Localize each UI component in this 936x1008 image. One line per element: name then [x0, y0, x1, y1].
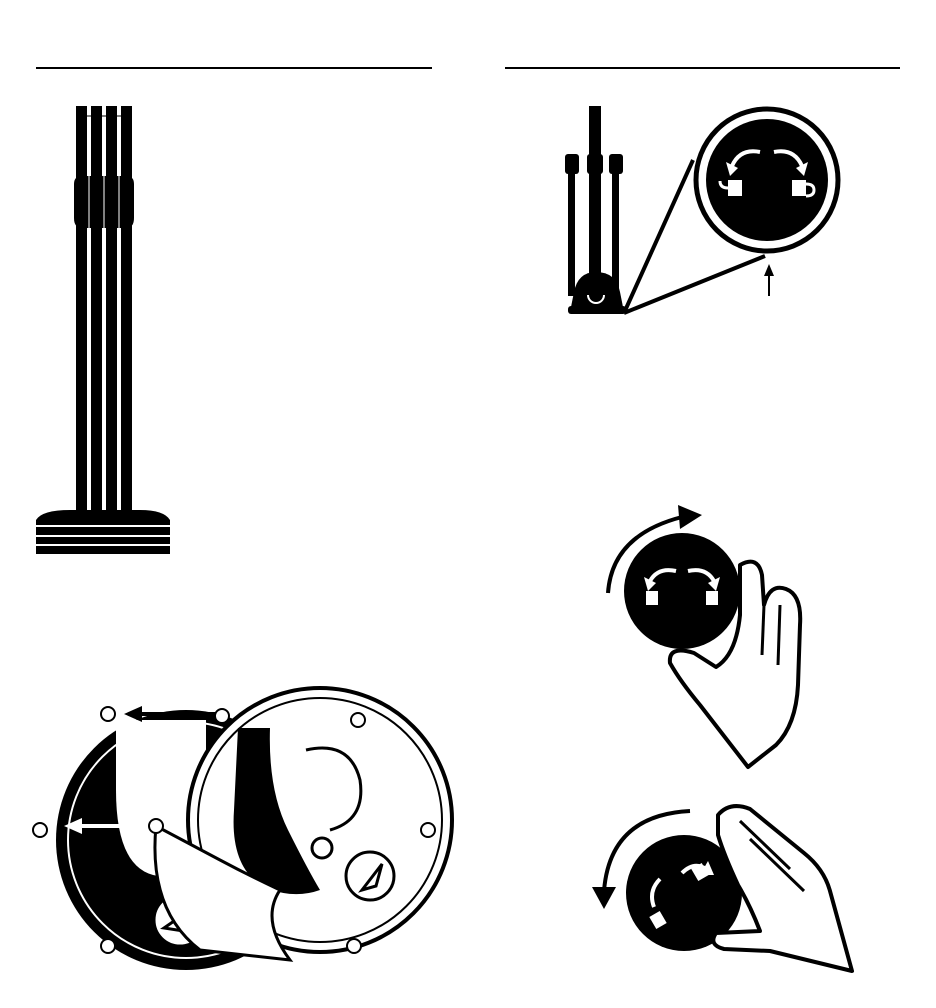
stand-base: [36, 510, 170, 554]
stand-collar: [74, 176, 134, 228]
stand-tubes: [76, 106, 132, 516]
hand-turning-knob-clockwise: [590, 495, 820, 775]
hand-turning-knob-counterclockwise: [590, 795, 860, 985]
lock-knob-callout: [560, 100, 850, 320]
magnified-knob: [696, 109, 838, 251]
small-stand: [565, 106, 626, 314]
pointer-arrow: [764, 264, 774, 296]
right-header-rule: [505, 67, 900, 69]
base-plate-alignment: [30, 680, 440, 980]
knob: [624, 533, 740, 649]
stand-illustration: [30, 100, 180, 560]
left-header-rule: [36, 67, 432, 69]
